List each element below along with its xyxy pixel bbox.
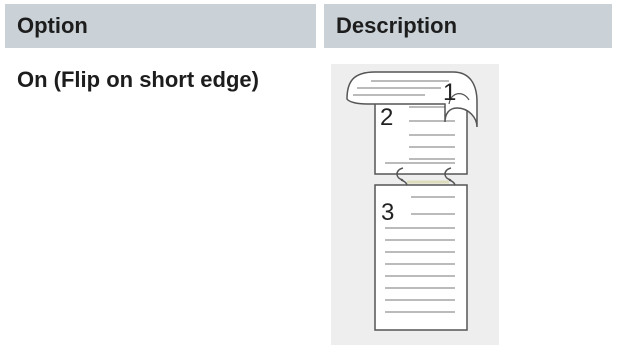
duplex-flip-short-edge-booklet-icon: 1 2 3 xyxy=(331,64,499,345)
page-number-3: 3 xyxy=(381,199,394,226)
page-number-2: 2 xyxy=(380,104,393,131)
option-label: On (Flip on short edge) xyxy=(17,67,259,92)
column-header-description: Description xyxy=(324,4,612,48)
page-number-1: 1 xyxy=(443,79,456,106)
column-header-option: Option xyxy=(5,4,316,48)
